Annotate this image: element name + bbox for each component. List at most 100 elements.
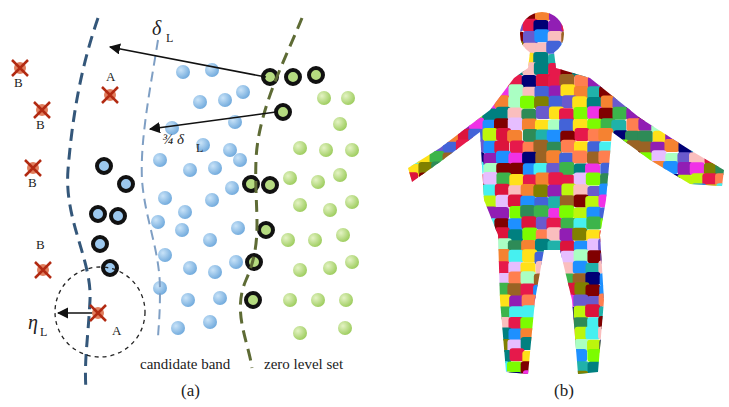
sample-point <box>223 143 237 157</box>
segment-patch <box>469 229 484 242</box>
segment-patch <box>613 251 628 264</box>
segment-patch <box>536 106 551 119</box>
segment-patch <box>663 207 678 220</box>
segment-patch <box>575 128 590 141</box>
segment-patch <box>534 339 549 352</box>
segment-patch <box>600 251 615 264</box>
segment-patch <box>704 152 719 165</box>
sample-point <box>175 223 189 237</box>
segment-patch <box>455 96 470 109</box>
segment-patch <box>598 128 613 141</box>
segment-patch <box>691 30 706 43</box>
segment-patch <box>665 272 680 285</box>
segment-patch <box>561 42 576 55</box>
sample-point <box>323 203 337 217</box>
segment-patch <box>534 328 549 341</box>
segment-patch <box>547 361 562 374</box>
segment-patch <box>508 18 523 31</box>
segment-patch <box>416 150 431 163</box>
segment-patch <box>560 51 575 64</box>
segment-patch <box>469 84 484 97</box>
segment-patch <box>716 18 729 31</box>
segment-patch <box>560 307 575 320</box>
segment-patch <box>637 349 652 362</box>
segment-patch <box>508 250 523 263</box>
segment-patch <box>676 196 691 209</box>
segment-patch <box>444 53 459 66</box>
segment-patch <box>483 172 498 185</box>
segment-patch <box>614 349 629 362</box>
segment-patch <box>612 163 627 176</box>
segment-patch <box>574 75 589 88</box>
segment-patch <box>533 370 548 383</box>
segment-patch <box>627 53 642 66</box>
segment-patch <box>431 274 446 287</box>
segment-patch <box>599 18 614 31</box>
segment-patch <box>547 250 562 263</box>
segment-patch <box>718 86 729 99</box>
segment-patch <box>575 54 590 67</box>
segment-patch <box>600 218 615 231</box>
segment-patch <box>496 350 511 363</box>
segment-patch <box>521 361 536 374</box>
segment-patch <box>678 240 693 253</box>
segment-patch <box>443 327 458 340</box>
segment-patch <box>678 41 693 54</box>
cross-mark <box>25 160 41 176</box>
segment-patch <box>692 195 707 208</box>
segment-patch <box>546 306 561 319</box>
segment-patch <box>457 339 472 352</box>
segment-patch <box>613 338 628 351</box>
segment-patch <box>599 75 614 88</box>
sample-point <box>336 228 350 242</box>
segment-patch <box>482 348 497 361</box>
segment-patch <box>626 272 641 285</box>
segment-patch <box>522 152 537 165</box>
segment-patch <box>404 318 419 331</box>
segment-patch <box>626 97 641 110</box>
segment-patch <box>598 327 613 340</box>
segment-patch <box>663 119 678 132</box>
segment-patch <box>547 329 562 342</box>
segment-patch <box>664 139 679 152</box>
segment-patch <box>689 52 704 65</box>
segment-patch <box>522 75 537 88</box>
segment-patch <box>664 370 679 383</box>
segment-patch <box>406 21 421 34</box>
segment-patch <box>625 251 640 264</box>
segment-patch <box>534 29 549 42</box>
segment-patch <box>690 261 705 274</box>
segment-patch <box>483 272 498 285</box>
segment-patch <box>444 238 459 251</box>
segment-patch <box>627 42 642 55</box>
segment-patch <box>404 63 419 76</box>
segment-patch <box>561 329 576 342</box>
sample-point <box>208 265 222 279</box>
segment-patch <box>429 97 444 110</box>
segment-patch <box>716 9 729 22</box>
segment-patch <box>404 339 419 352</box>
segment-patch <box>419 328 434 341</box>
segment-patch <box>497 372 512 385</box>
sample-point <box>341 91 355 105</box>
segment-patch <box>470 140 485 153</box>
segment-patch <box>445 338 460 351</box>
segment-patch <box>652 273 667 286</box>
segment-patch <box>431 371 446 384</box>
segment-patch <box>481 42 496 55</box>
segment-patch <box>507 52 522 65</box>
segment-patch <box>638 328 653 341</box>
segment-patch <box>444 250 459 263</box>
segment-patch <box>520 317 535 330</box>
segment-patch <box>666 85 681 98</box>
segment-patch <box>638 316 653 329</box>
segment-patch <box>625 218 640 231</box>
segment-patch <box>483 8 498 21</box>
segment-patch <box>718 250 729 263</box>
segment-patch <box>703 349 718 362</box>
segment-patch <box>651 317 666 330</box>
segment-patch <box>455 249 470 262</box>
segment-patch <box>690 272 705 285</box>
segment-patch <box>637 97 652 110</box>
